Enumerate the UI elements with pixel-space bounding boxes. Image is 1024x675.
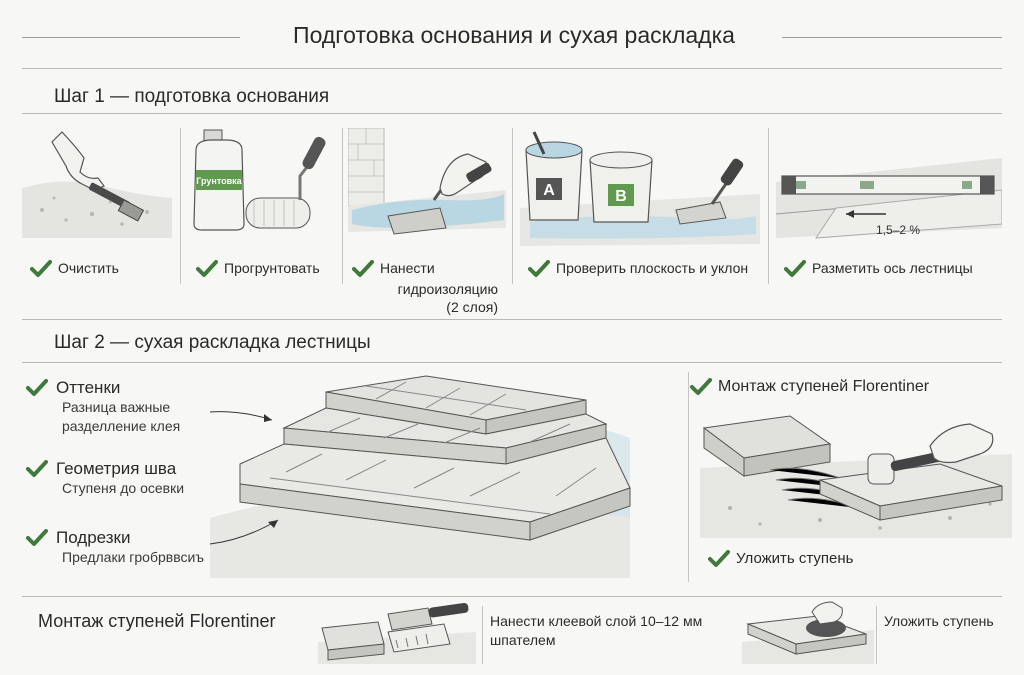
waterproofing-illustration: [348, 128, 506, 235]
feature-desc: Предлаки гробрввсиъ: [62, 549, 205, 565]
divider: [22, 113, 1002, 114]
feature-title: Геометрия шва: [56, 459, 177, 478]
checkmark-icon: [30, 260, 52, 277]
cleaning-illustration: [22, 131, 172, 238]
feature-shades: Оттенки Разница важные разделление клея: [26, 378, 180, 436]
bottom-title: Монтаж ступеней Florentiner: [38, 611, 276, 631]
step1-item-label: Нанести: [380, 260, 435, 276]
checkmark-icon: [784, 260, 806, 277]
adhesive-trowel-illustration: [318, 602, 476, 664]
bottom-step2-text: Уложить ступень: [884, 613, 994, 629]
panel-separator: [688, 372, 689, 582]
divider: [22, 319, 1002, 320]
label-line: гидроизоляцию: [397, 281, 498, 297]
step1-item-label-continued: гидроизоляцию (2 слоя): [376, 280, 498, 316]
panel-separator: [342, 128, 343, 284]
feature-cuts: Подрезки Предлаки гробрввсиъ: [26, 528, 204, 567]
title-row: Подготовка основания и сухая раскладка: [22, 16, 1002, 60]
label-line: (2 слоя): [446, 299, 498, 315]
bottom-step1-text: Нанести клеевой слой 10–12 мм шпателем: [490, 612, 702, 650]
feature-joint-geometry: Геометрия шва Ступеня до осевки: [26, 459, 184, 498]
step-installation-illustration: [700, 415, 1012, 538]
step1-item-mark-axis: Разметить ось лестницы: [784, 260, 973, 278]
feature-desc: Разница важные: [62, 399, 171, 415]
step2-right-title: Монтаж ступеней Florentiner: [690, 378, 929, 396]
step1-item-label: Прогрунтовать: [224, 260, 320, 276]
title-rule-right: [782, 37, 1002, 38]
feature-desc: разделление клея: [62, 418, 181, 434]
panel-separator: [512, 128, 513, 284]
step1-item-check-level: Проверить плоскость и уклон: [528, 260, 748, 278]
panel-separator: [180, 128, 181, 284]
feature-title: Подрезки: [56, 528, 131, 547]
feature-title: Оттенки: [56, 378, 121, 397]
page-title: Подготовка основания и сухая раскладка: [293, 22, 735, 48]
bottle-label: Грунтовка: [196, 176, 242, 186]
checkmark-icon: [26, 529, 48, 546]
step2-right-action: Уложить ступень: [708, 550, 854, 568]
mixing-buckets-illustration: A B: [520, 131, 760, 246]
divider: [22, 68, 1002, 69]
step1-item-label: Очистить: [58, 260, 119, 276]
checkmark-icon: [690, 378, 712, 395]
step2-title: Шаг 2 — сухая раскладка лестницы: [54, 332, 371, 353]
checkmark-icon: [26, 460, 48, 477]
checkmark-icon: [26, 379, 48, 396]
slope-label: 1,5–2 %: [876, 223, 920, 237]
step2-right-action-text: Уложить ступень: [736, 550, 854, 567]
place-step-illustration: [742, 601, 874, 664]
primer-illustration: Грунтовка: [193, 129, 326, 231]
panel-separator: [482, 606, 483, 664]
bucket-a-label: A: [543, 182, 555, 199]
checkmark-icon: [528, 260, 550, 277]
title-rule-left: [22, 37, 240, 38]
step1-item-clean: Очистить: [30, 260, 119, 278]
feature-desc: Ступеня до осевки: [62, 480, 185, 496]
staircase-illustration: [209, 375, 631, 578]
step1-item-label: Разметить ось лестницы: [812, 260, 973, 276]
panel-separator: [768, 128, 769, 284]
bucket-b-label: B: [615, 188, 627, 205]
text-line: Нанести клеевой слой 10–12 мм: [490, 613, 703, 629]
divider: [22, 362, 1002, 363]
divider: [22, 596, 1002, 597]
checkmark-icon: [196, 260, 218, 277]
step1-item-label: Проверить плоскость и уклон: [556, 260, 749, 276]
panel-separator: [876, 606, 877, 664]
text-line: шпателем: [490, 632, 556, 648]
level-illustration: 1,5–2 %: [776, 158, 1002, 239]
step2-right-title-text: Монтаж ступеней Florentiner: [718, 378, 930, 395]
checkmark-icon: [708, 550, 730, 567]
checkmark-icon: [352, 260, 374, 277]
step1-title: Шаг 1 — подготовка основания: [54, 86, 330, 107]
step1-item-waterproof: Нанести: [352, 260, 435, 278]
step1-item-prime: Прогрунтовать: [196, 260, 320, 278]
